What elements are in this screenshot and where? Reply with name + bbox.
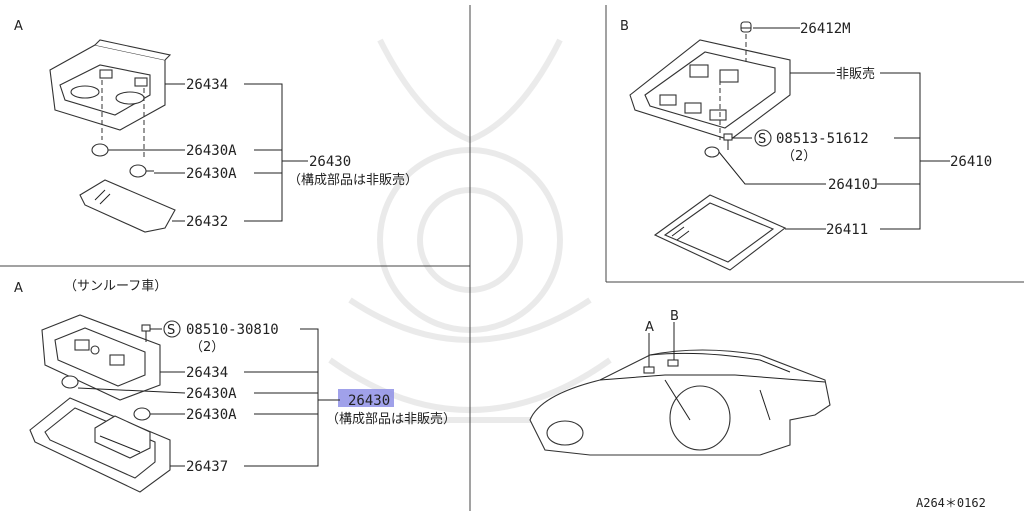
- marker-a-spot: [643, 366, 655, 374]
- leader-26410J: [718, 151, 826, 185]
- part-number-26432: 26432: [186, 214, 228, 230]
- lens-26411: [653, 194, 787, 271]
- screw-icon-b: [723, 133, 733, 150]
- part-number-26430A-3: 26430A: [186, 386, 237, 402]
- assembly-number-b: 26410: [950, 154, 992, 170]
- section-label-b: B: [620, 19, 629, 34]
- part-number-26430A-2: 26430A: [186, 166, 237, 182]
- part-number-26430A-4: 26430A: [186, 407, 237, 423]
- bulb-26430A-4: [133, 407, 151, 421]
- sunroof-lamp-housing-26434: [41, 314, 161, 401]
- figure-code: A264＊0162: [916, 496, 986, 510]
- bulb-26430A-2: [129, 164, 154, 178]
- marker-b-spot: [667, 359, 679, 367]
- screw-qty-bottom: （2）: [190, 340, 224, 355]
- assembly-note-bottom-left: （構成部品は非販売）: [326, 411, 456, 427]
- bulb-26430A-3: [61, 375, 79, 389]
- screw-qty-b: （2）: [782, 149, 816, 164]
- screw-symbol-circle-bottom: [163, 320, 181, 338]
- screw-symbol-circle-b: [754, 129, 772, 147]
- car-outline: [529, 349, 831, 456]
- car-marker-b: B: [670, 309, 679, 324]
- lamp-housing-26434: [49, 39, 172, 131]
- part-number-26430A-1: 26430A: [186, 143, 237, 159]
- part-number-26434: 26434: [186, 77, 228, 93]
- variant-note-sunroof: （サンルーフ車）: [64, 279, 167, 294]
- trim-bezel-26437: [29, 397, 171, 493]
- lens-26432: [79, 179, 176, 233]
- screw-symbol-b: S: [758, 132, 766, 147]
- part-number-26434-bottom: 26434: [186, 365, 228, 381]
- screw-symbol-bottom: S: [167, 323, 175, 338]
- leader-26430A-3: [77, 387, 186, 394]
- highlight-box-26430: [338, 389, 394, 407]
- assembly-note-top-left: （構成部品は非販売）: [288, 172, 418, 188]
- part-number-26412M: 26412M: [800, 21, 851, 37]
- section-label-a-top: A: [14, 19, 23, 34]
- bulb-26430A-1: [91, 143, 118, 157]
- part-number-26437: 26437: [186, 459, 228, 475]
- console-housing-b: [629, 39, 791, 141]
- car-marker-a: A: [645, 320, 654, 335]
- screw-icon-bottom-left: [141, 324, 151, 342]
- assembly-number-bottom-left: 26430: [348, 393, 390, 409]
- assembly-number-top-left: 26430: [309, 154, 351, 170]
- part-number-26411: 26411: [826, 222, 868, 238]
- bracket-top-left: [244, 83, 283, 222]
- cap-26412M: [740, 21, 752, 33]
- bulb-26410J: [704, 146, 720, 158]
- part-number-26410J: 26410J: [828, 177, 879, 193]
- section-label-a-bottom: A: [14, 281, 23, 296]
- screw-part-number-b: 08513-51612: [776, 131, 869, 147]
- not-sold-label: 非販売: [836, 66, 875, 82]
- bracket-bottom-left: [244, 328, 319, 467]
- screw-part-number-bottom: 08510-30810: [186, 322, 279, 338]
- bracket-b: [880, 72, 921, 230]
